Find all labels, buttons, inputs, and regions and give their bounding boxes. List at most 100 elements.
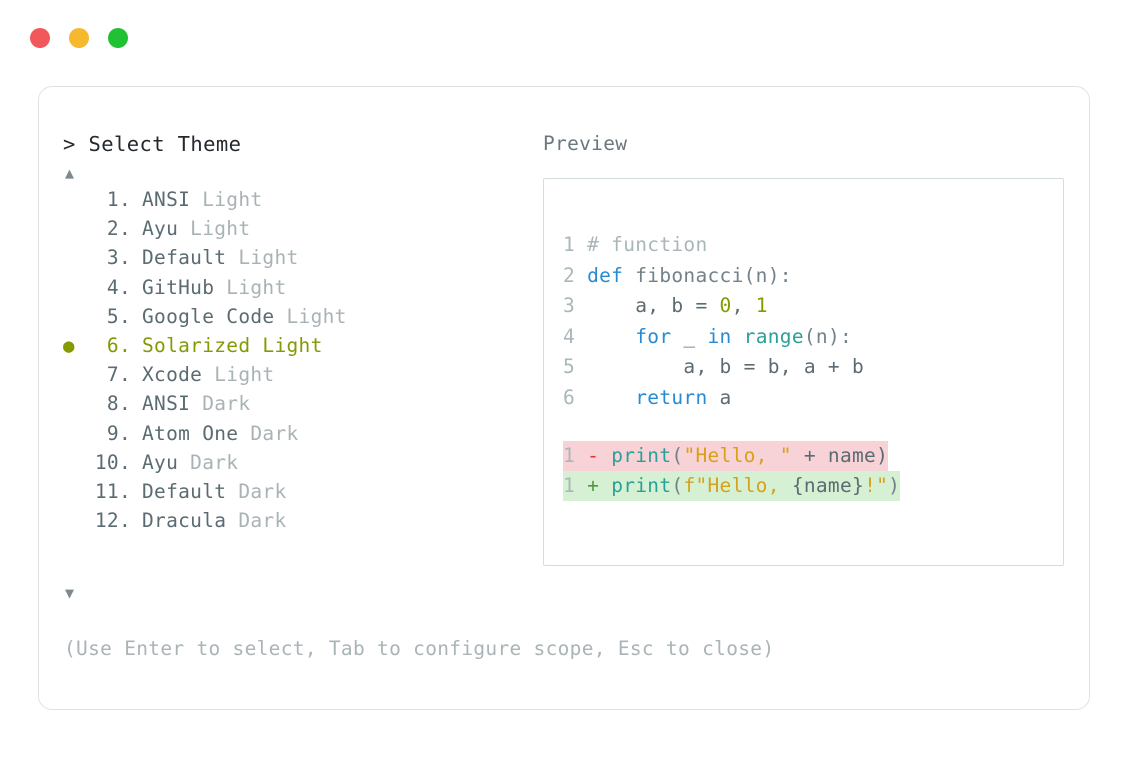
code-token <box>587 386 635 409</box>
theme-item-number: 10. <box>94 450 131 474</box>
theme-item-name: Xcode Light <box>142 363 275 387</box>
code-token: print <box>611 474 672 497</box>
code-token: ) <box>888 474 901 497</box>
theme-item-number: 8. <box>106 392 131 416</box>
maximize-window-button[interactable] <box>108 28 128 48</box>
theme-item-variant: Light <box>178 217 251 241</box>
theme-item-name: Default Light <box>142 246 299 270</box>
theme-item-number: 6. <box>106 333 131 357</box>
theme-list-item[interactable]: 2. Ayu Light <box>63 214 533 243</box>
theme-list-item[interactable]: 8. ANSI Dark <box>63 389 533 418</box>
code-token: range <box>743 324 804 348</box>
theme-list-item[interactable]: 12. Dracula Dark <box>63 506 533 535</box>
theme-item-name: Ayu Dark <box>142 450 239 474</box>
code-token: a, b = b, a + b <box>587 355 865 378</box>
theme-list-item[interactable]: 9.Atom One Dark <box>63 419 533 448</box>
code-token: 0 <box>719 294 732 317</box>
theme-item-variant: Light <box>274 304 347 328</box>
theme-selector-pane: > Select Theme ▲ 1. ANSI Light 2. Ayu Light… <box>63 131 533 535</box>
minimize-window-button[interactable] <box>69 28 89 48</box>
code-token: print <box>611 444 672 467</box>
theme-list-item[interactable]: 11.Default Dark <box>63 477 533 506</box>
theme-item-name: ANSI Light <box>142 188 263 211</box>
line-number: 6 <box>563 385 588 409</box>
code-token: ( <box>671 474 684 497</box>
theme-item-variant: Light <box>202 363 275 387</box>
theme-item-number: 1. <box>106 188 131 211</box>
code-token: (n): <box>803 324 853 348</box>
line-number: 1 <box>563 233 588 256</box>
page-title: > Select Theme <box>63 132 242 156</box>
code-line: 1 # function <box>563 230 1063 261</box>
theme-item-name: Solarized Light <box>142 333 323 357</box>
scroll-up-icon[interactable]: ▲ <box>65 164 75 182</box>
theme-item-variant: Dark <box>238 421 299 445</box>
close-window-button[interactable] <box>30 28 50 48</box>
theme-item-name: Atom One Dark <box>142 421 299 445</box>
keyboard-hint: (Use Enter to select, Tab to configure s… <box>64 637 775 660</box>
code-token: fibonacci <box>635 263 744 287</box>
theme-list-item[interactable]: 7. Xcode Light <box>63 360 533 389</box>
theme-item-name: Dracula Dark <box>142 509 287 533</box>
theme-item-variant: Dark <box>178 450 239 474</box>
preview-label: Preview <box>543 132 628 155</box>
code-token: for <box>635 324 672 348</box>
theme-item-variant: Light <box>250 333 323 357</box>
code-line: 4 for _ in range(n): <box>563 322 1063 353</box>
window-traffic-lights <box>30 28 128 48</box>
diff-added-line: 1 + print(f"Hello, {name}!") <box>563 471 901 501</box>
theme-picker-card: > Select Theme ▲ 1. ANSI Light 2. Ayu Light… <box>38 86 1090 710</box>
theme-item-number: 2. <box>106 217 131 241</box>
theme-item-name: Ayu Light <box>142 217 251 241</box>
theme-item-name: Google Code Light <box>142 304 347 328</box>
scroll-down-icon[interactable]: ▼ <box>65 584 75 602</box>
theme-item-variant: Dark <box>226 479 287 503</box>
code-line: 5 a, b = b, a + b <box>563 352 1063 383</box>
code-token: f"Hello, <box>683 474 792 497</box>
diff-removed-line: 1 - print("Hello, " + name) <box>563 441 889 471</box>
theme-item-number: 7. <box>106 363 131 387</box>
line-number: 1 <box>563 444 588 467</box>
selected-bullet-icon: ● <box>63 334 75 357</box>
theme-item-number: 4. <box>106 275 131 299</box>
theme-item-number: 3. <box>106 246 131 270</box>
theme-list-item[interactable]: 4. GitHub Light <box>63 273 533 302</box>
code-token: # function <box>587 233 708 256</box>
line-number: 1 <box>563 474 588 497</box>
code-token: "Hello, " <box>683 444 792 467</box>
diff-minus-icon: - <box>587 444 612 467</box>
theme-list-item[interactable]: 1. ANSI Light <box>63 185 533 214</box>
code-token: + name) <box>791 444 889 467</box>
diff-row: 1 + print(f"Hello, {name}!") <box>563 471 1063 501</box>
code-token: a <box>707 385 732 409</box>
theme-item-variant: Dark <box>226 509 287 533</box>
theme-item-number: 5. <box>106 304 131 328</box>
line-number: 5 <box>563 355 588 378</box>
code-token: !" <box>864 474 889 497</box>
code-line: 2 def fibonacci(n): <box>563 261 1063 292</box>
theme-item-variant: Light <box>226 246 299 270</box>
theme-list: 1. ANSI Light 2. Ayu Light 3. Default Light 4.… <box>63 185 533 535</box>
code-token: in <box>707 324 732 348</box>
code-token: , <box>731 294 756 317</box>
code-token: _ <box>671 324 708 348</box>
code-token: def <box>587 263 636 287</box>
theme-item-name: GitHub Light <box>142 275 287 299</box>
theme-item-name: ANSI Dark <box>142 392 251 416</box>
code-token <box>732 325 744 348</box>
theme-list-item[interactable]: 3. Default Light <box>63 243 533 272</box>
theme-item-number: 11. <box>94 479 131 503</box>
code-token <box>587 325 635 348</box>
theme-item-number: 12. <box>94 509 131 533</box>
theme-list-item[interactable]: 5. Google Code Light <box>63 302 533 331</box>
code-token: ( <box>671 444 684 467</box>
theme-list-item[interactable]: 10. Ayu Dark <box>63 448 533 477</box>
theme-item-variant: Light <box>190 188 263 211</box>
theme-list-item[interactable]: ● 6. Solarized Light <box>63 331 533 360</box>
theme-item-variant: Light <box>214 275 287 299</box>
diff-block: 1 - print("Hello, " + name)1 + print(f"H… <box>563 441 1063 501</box>
